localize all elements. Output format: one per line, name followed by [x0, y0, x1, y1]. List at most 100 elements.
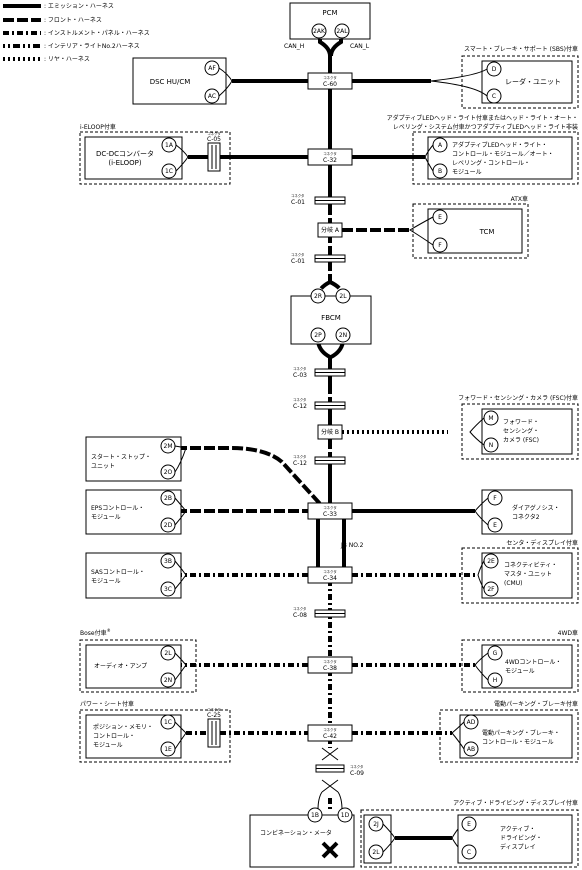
sas-unit: SASコントロール・ モジュール 3B 3C: [85, 552, 187, 599]
awd-label-2: モジュール: [505, 668, 535, 675]
add-label-2: ドライビング・: [500, 834, 542, 842]
connector-c42-word: コネクタ: [323, 727, 336, 732]
connector-c09-label: C-09: [350, 770, 364, 777]
eps-unit: EPSコントロール・ モジュール 2B 2D: [85, 489, 187, 535]
connector-c33-word: コネクタ: [323, 505, 336, 510]
fbcm-pin-2r: [310, 288, 326, 304]
cmu-pin-2e-label: 2E: [487, 558, 495, 565]
pcm-unit: PCM 2AK 2AL CAN_H CAN_L: [284, 2, 371, 50]
branch-b-box: [317, 424, 343, 440]
branch-b: 分岐 B: [317, 424, 343, 440]
connector-c05-box: [207, 142, 221, 172]
connector-c33-box: [307, 502, 353, 520]
bose-option-frame: [79, 639, 197, 693]
dsc-label: DSC HU/CM: [150, 78, 191, 86]
epb-title: 電動パーキング・ブレーキ付車: [494, 700, 578, 708]
start-stop-pin-2m-label: 2M: [164, 443, 173, 450]
connector-c34: コネクタ C-34: [307, 566, 353, 584]
cmu-pin-fork: [477, 560, 485, 590]
bose-title: Bose付車®: [80, 628, 111, 637]
start-stop-unit: スタート・ストップ・ ユニット 2M 2O: [85, 436, 187, 482]
tcm-label: TCM: [479, 228, 495, 236]
seat-pin-1e-label: 1E: [164, 746, 172, 753]
dlc-pin-e-label: E: [493, 522, 497, 529]
sas-pin-fork: [174, 560, 187, 590]
add-pin-e-label: E: [467, 821, 471, 828]
sbs-label: レーダ・ユニット: [505, 77, 561, 86]
bose-pin-2l-label: 2L: [164, 650, 172, 657]
fsc-pin-m-label: M: [488, 415, 493, 422]
fsc-pin-n-label: N: [489, 442, 494, 449]
can-h-label: CAN_H: [284, 43, 304, 50]
adaptive-title-2: レベリング・システム付車かつアダプティブLEDヘッド・ライト非装: [393, 123, 578, 131]
adaptive-option-frame: [412, 131, 579, 185]
start-stop-pin-fork: [174, 445, 187, 473]
meter-label: コンビネーション・メータ: [260, 829, 332, 837]
add-option-frame: [360, 809, 579, 868]
awd-label-1: 4WDコントロール・: [505, 659, 561, 666]
connector-c38-box: [307, 656, 353, 674]
connector-c12-top-word: コネクタ: [293, 397, 306, 402]
connector-c12-bottom: コネクタ C-12: [293, 454, 346, 467]
dlc-label-2: コネクタ2: [512, 513, 540, 521]
seat-title: パワー・シート付車: [80, 700, 134, 708]
seat-label-2: コントロール・: [93, 733, 135, 740]
connector-c03-label: C-03: [293, 372, 307, 379]
connector-c01-bottom: コネクタ C-01: [291, 252, 346, 265]
branch-a: 分岐 A: [317, 222, 343, 238]
connector-c60-box: [307, 72, 353, 90]
bose-pin-2n-label: 2N: [164, 677, 172, 684]
fsc-option-frame: [461, 403, 579, 460]
eps-pin-2b-label: 2B: [164, 495, 172, 502]
tcm-pin-f-label: F: [438, 242, 442, 249]
sas-pin-3c-label: 3C: [164, 586, 172, 593]
sbs-pin-d-label: D: [492, 66, 497, 73]
epb-box: [459, 714, 573, 759]
add-pin-e: [461, 816, 477, 832]
seat-label-1: ポジション・メモリ・: [93, 723, 153, 731]
connector-c32-word: コネクタ: [323, 151, 336, 156]
epb-label-2: コントロール・モジュール: [482, 739, 554, 746]
can-l-label: CAN_L: [350, 43, 370, 50]
trunk-emission-left: [318, 37, 332, 197]
sbs-title: スマート・ブレーキ・サポート (SBS)付車: [464, 45, 578, 53]
connector-c33-label: C-33: [323, 511, 337, 518]
ieloop-title: i-ELOOP付車: [80, 123, 116, 131]
fbcm-pin-2n: [335, 327, 351, 343]
fsc-pin-fork: [469, 417, 485, 446]
connector-c08: コネクタ C-08: [293, 606, 346, 619]
eps-pin-2d-label: 2D: [164, 522, 173, 529]
terminator-x-icon: [321, 841, 339, 859]
connector-c05-label: C-05: [207, 136, 221, 143]
fsc-title: フォワード・センシング・カメラ (FSC)付車: [458, 394, 578, 402]
start-stop-pin-2o-label: 2O: [164, 469, 173, 476]
fbcm-label: FBCM: [321, 314, 341, 322]
wire-fbcm-2p: [316, 341, 332, 383]
wire-start-stop: [176, 446, 324, 508]
awd-pin-h-label: H: [493, 677, 498, 684]
adaptive-label-1: アダプティブLEDヘッド・ライト・: [452, 141, 547, 149]
add-pin-c: [461, 844, 477, 860]
seat-unit: パワー・シート付車 ポジション・メモリ・ コントロール・ モジュール 1C 1E…: [79, 700, 231, 763]
connector-c32-box: [307, 148, 353, 166]
connector-c01-top: コネクタ C-01: [291, 193, 346, 206]
eps-pin-fork: [174, 497, 187, 526]
tcm-pin-fork: [409, 216, 434, 246]
pcm-pin-2al-label: 2AL: [336, 28, 348, 35]
fsc-label-3: カメラ (FSC): [503, 437, 539, 444]
eps-label-2: モジュール: [91, 514, 121, 521]
branch-b-label: 分岐 B: [321, 428, 339, 436]
legend-label-front: : フロント・ハーネス: [44, 17, 102, 24]
sas-label-1: SASコントロール・: [91, 569, 145, 576]
branch-a-box: [317, 222, 343, 238]
add-title: アクティブ・ドライビング・ディスプレイ付車: [453, 799, 578, 807]
awd-title: 4WD車: [558, 629, 578, 637]
fsc-unit: フォワード・センシング・カメラ (FSC)付車 フォワード・ センシング・ カメ…: [458, 394, 579, 460]
adaptive-headlight-unit: アダプティブLEDヘッド・ライト付車またはヘッド・ライト・オート・ レベリング・…: [387, 114, 579, 185]
legend-label-instrument-panel: : インストルメント・パネル・ハーネス: [44, 30, 150, 37]
fbcm-pin-2p: [310, 327, 326, 343]
connector-c25-box: [207, 718, 221, 748]
branch-a-label: 分岐 A: [321, 226, 340, 234]
pcm-pin-2ak: [311, 23, 327, 39]
